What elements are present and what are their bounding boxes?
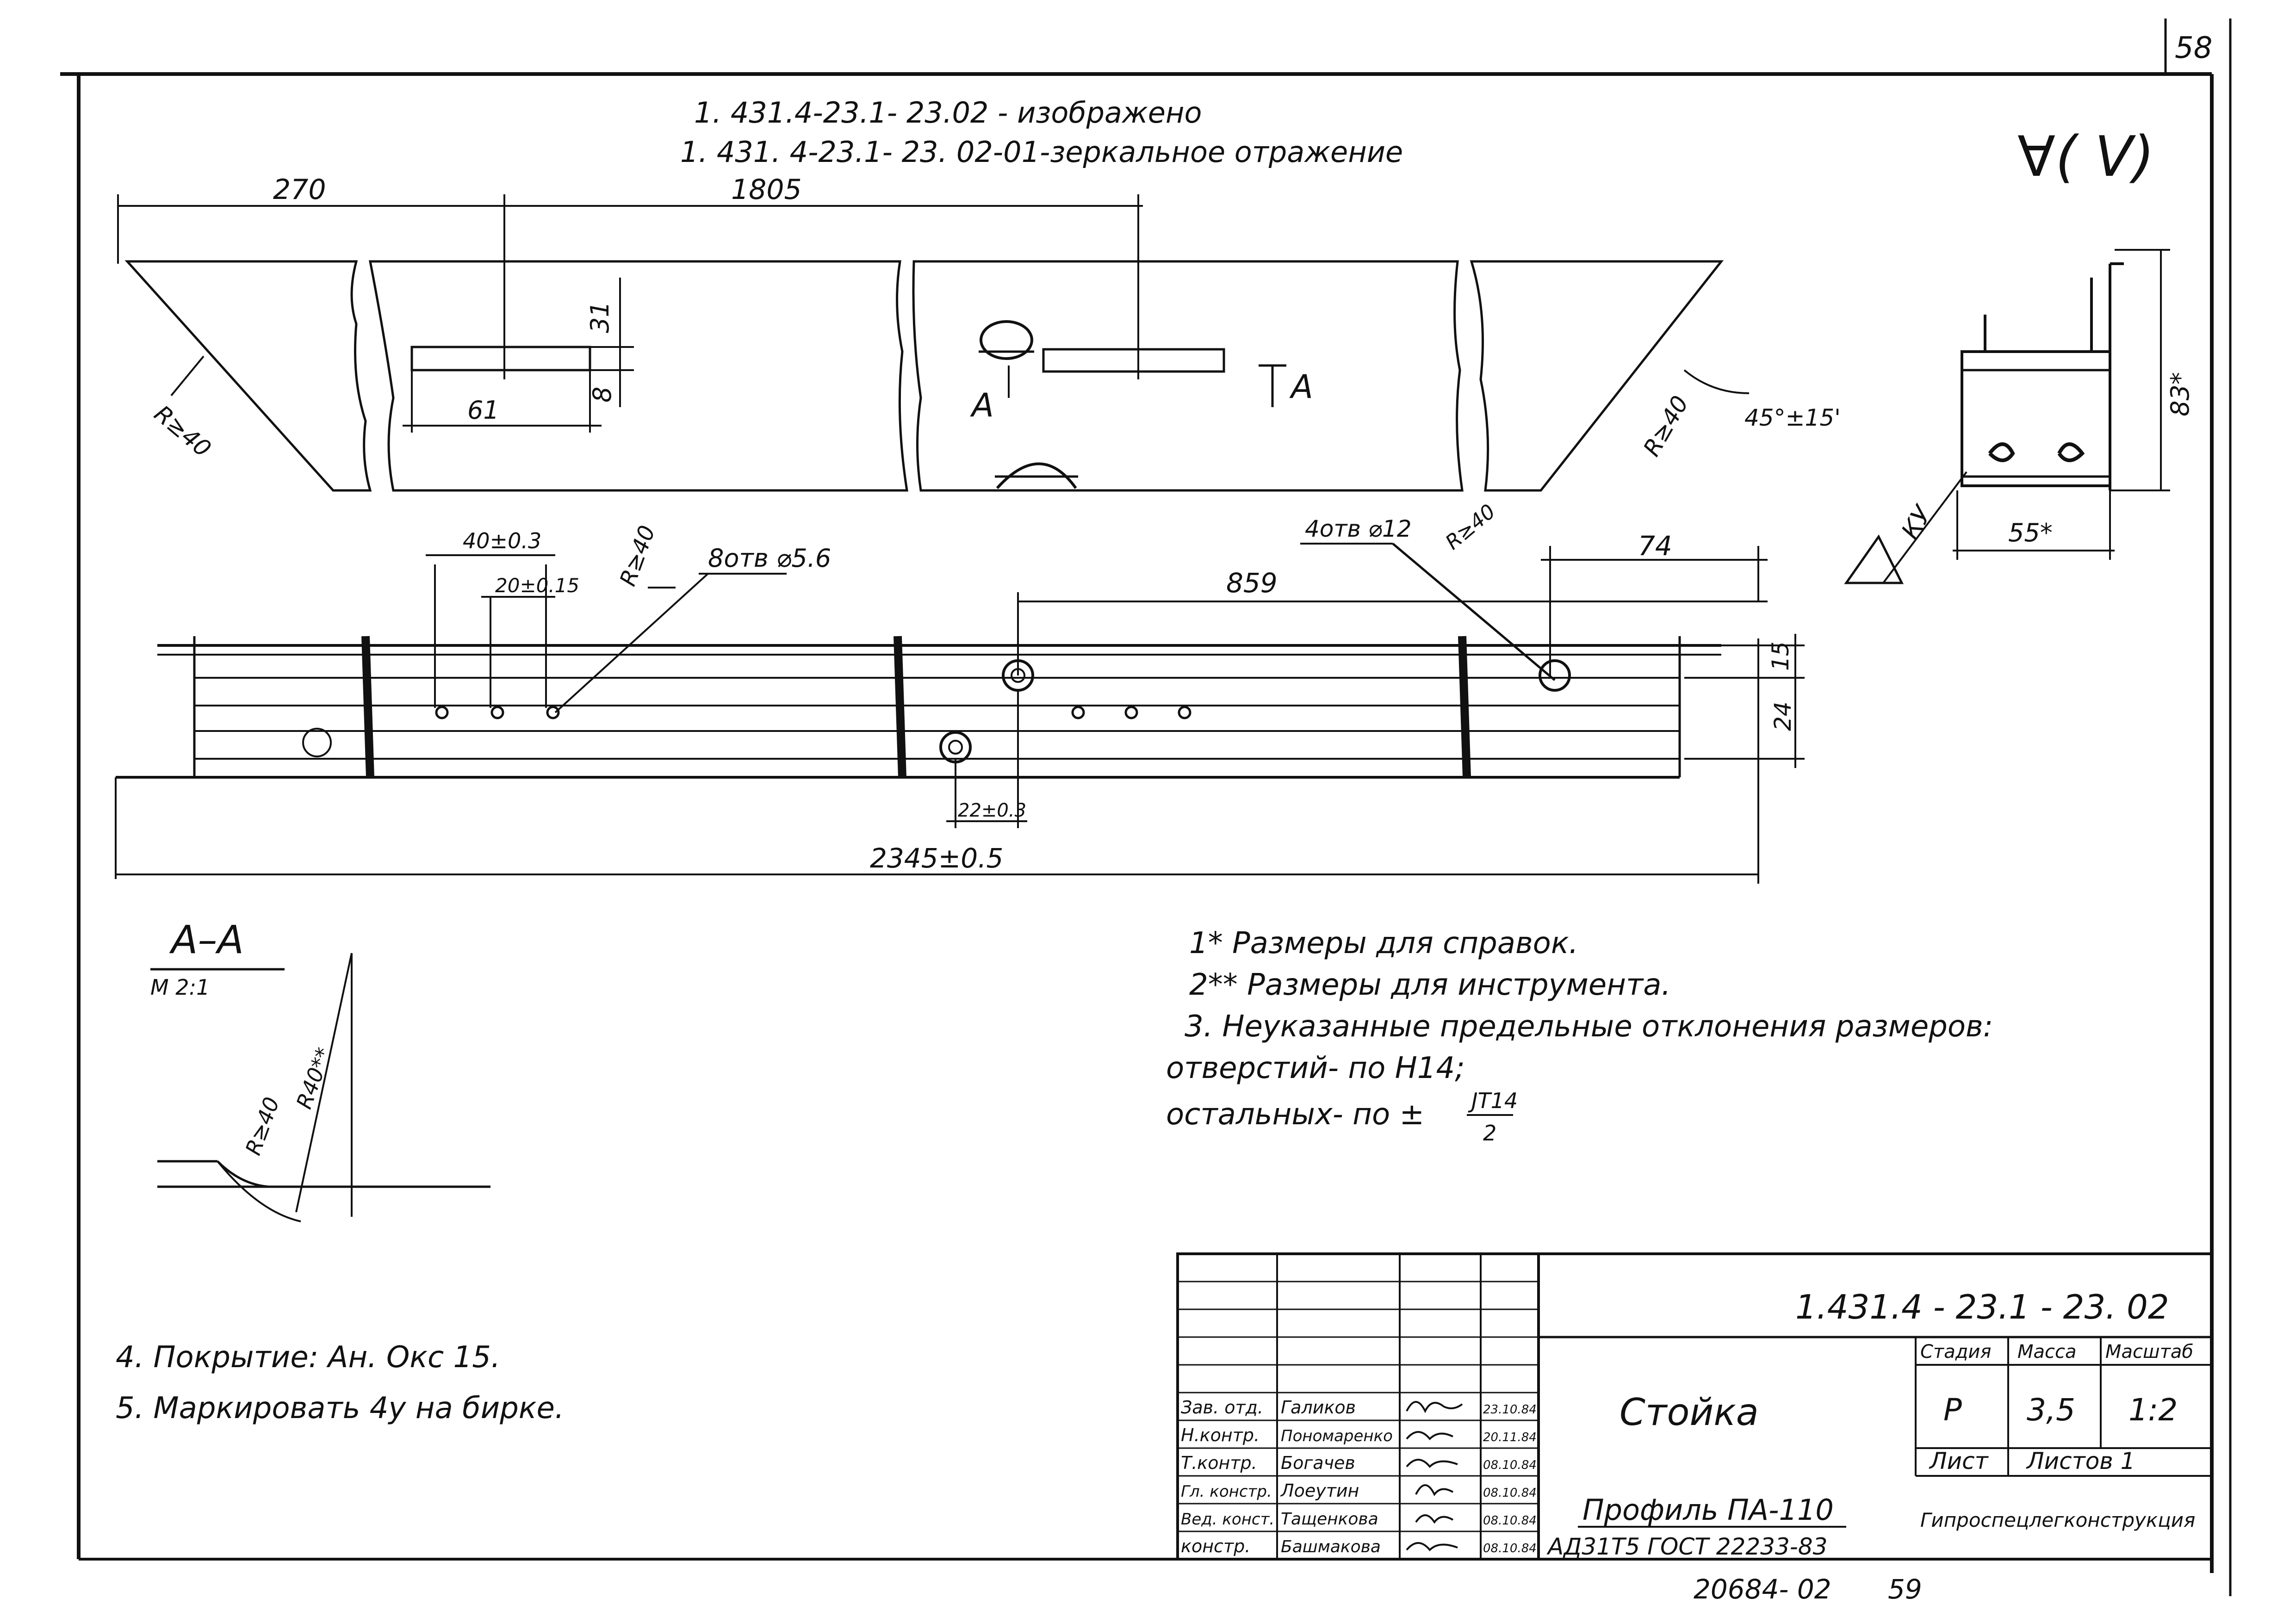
dim-40: 40±0.3 [463, 528, 541, 553]
dim-8: 8 [588, 387, 617, 403]
dim-15: 15 [1767, 641, 1794, 671]
role-date: 20.11.84 [1483, 1431, 1537, 1444]
note-4: 4. Покрытие: Ан. Окс 15. [116, 1340, 500, 1375]
dim-20: 20±0.15 [495, 574, 579, 597]
scale-value: 1:2 [2128, 1392, 2178, 1428]
profile-section: 83* 55* КУ [1844, 249, 2195, 584]
section-aa-title: A–A [169, 917, 244, 962]
header-line-2: 1. 431. 4-23.1- 23. 02-01-зеркальное отр… [680, 135, 1403, 169]
note-1: 1* Размеры для справок. [1189, 926, 1578, 960]
col-scale: Масштаб [2105, 1341, 2193, 1363]
dim-83: 83* [2166, 372, 2195, 416]
note-3b-den: 2 [1483, 1121, 1496, 1146]
col-mass: Масса [2017, 1341, 2077, 1363]
radius-right: R≥40 [1638, 391, 1694, 461]
header-line-1: 1. 431.4-23.1- 23.02 - изображено [694, 96, 1202, 130]
angle-45: 45°±15' [1744, 404, 1841, 431]
dim-24: 24 [1769, 701, 1796, 731]
page-number: 59 [1888, 1573, 1922, 1605]
section-aa-scale: М 2:1 [150, 975, 210, 1000]
note-3b-num: JT14 [1468, 1088, 1518, 1113]
dim-22: 22±0.3 [958, 800, 1026, 821]
role-name: Башмакова [1281, 1537, 1381, 1556]
dim-270: 270 [273, 173, 326, 206]
organization: Гипроспецлегконструкция [1920, 1509, 2195, 1531]
radius-left: R≥40 [149, 400, 216, 463]
dim-859: 859 [1226, 567, 1278, 599]
role-name: Пономаренко [1281, 1427, 1393, 1445]
note-2: 2** Размеры для инструмента. [1189, 968, 1671, 1002]
mass-value: 3,5 [2027, 1392, 2075, 1428]
role-date: 08.10.84 [1483, 1542, 1537, 1555]
dim-2345: 2345±0.5 [870, 842, 1003, 874]
sheet-number: 58 [2175, 31, 2212, 65]
archive-number: 20684- 02 [1694, 1573, 1831, 1605]
side-view: 40±0.3 20±0.15 R≥40 8отв ⌀5.6 4отв ⌀12 R… [115, 500, 1805, 884]
role-name: Галиков [1281, 1397, 1356, 1418]
material-line-2: АД31Т5 ГОСТ 22233-83 [1546, 1533, 1827, 1560]
note-3: 3. Неуказанные предельные отклонения раз… [1185, 1010, 1993, 1044]
dim-74: 74 [1638, 530, 1672, 562]
material-line-1: Профиль ПА-110 [1582, 1493, 1834, 1527]
radius-side-right: R≥40 [1441, 500, 1500, 554]
role-date: 08.10.84 [1483, 1458, 1537, 1472]
col-stage: Стадия [1920, 1341, 1991, 1363]
title-block: 1.431.4 - 23.1 - 23. 02 Стойка Стадия Ма… [1176, 1252, 2213, 1561]
sheet-label: Лист [1929, 1448, 1989, 1474]
role-label: Т.контр. [1181, 1453, 1257, 1473]
roughness-symbol: ∀( V) [2017, 125, 2154, 189]
role-name: Богачев [1281, 1453, 1355, 1473]
radius-side: R≥40 [615, 522, 661, 589]
role-label: констр. [1181, 1536, 1250, 1556]
dim-55: 55* [2008, 518, 2053, 547]
doc-code: 1.431.4 - 23.1 - 23. 02 [1795, 1288, 2169, 1326]
holes-8: 8отв ⌀5.6 [708, 544, 831, 573]
sheets-label: Листов 1 [2026, 1448, 2135, 1474]
note-3a: отверстий- по Н14; [1166, 1051, 1465, 1085]
role-label: Вед. конст. [1181, 1510, 1274, 1529]
section-a-a: A–A М 2:1 R≥40 R40** [150, 917, 490, 1222]
section-mark-a-left: A [970, 386, 994, 424]
signature-rows: Зав. отд. Галиков 23.10.84 Н.контр. Поно… [1181, 1397, 1537, 1556]
notes: 1* Размеры для справок. 2** Размеры для … [116, 926, 1993, 1425]
holes-4: 4отв ⌀12 [1305, 515, 1412, 542]
ku-label: КУ [1896, 500, 1938, 545]
dim-61: 61 [467, 396, 499, 425]
note-5: 5. Маркировать 4у на бирке. [116, 1391, 564, 1425]
role-date: 08.10.84 [1483, 1486, 1537, 1500]
role-label: Зав. отд. [1181, 1397, 1263, 1418]
role-label: Гл. констр. [1181, 1482, 1272, 1501]
role-name: Лоеутин [1280, 1481, 1359, 1501]
section-mark-a-right: A [1289, 368, 1313, 406]
dim-1805: 1805 [731, 173, 802, 206]
role-date: 23.10.84 [1483, 1403, 1537, 1417]
dim-31: 31 [585, 301, 614, 333]
signatures [1406, 1401, 1463, 1551]
section-aa-radius1: R≥40 [241, 1094, 285, 1158]
role-date: 08.10.84 [1483, 1514, 1537, 1528]
section-aa-radius2: R40** [292, 1044, 336, 1112]
role-label: Н.контр. [1181, 1425, 1260, 1445]
role-name: Тащенкова [1281, 1510, 1378, 1529]
note-3b-prefix: остальных- по ± [1166, 1097, 1424, 1132]
stage-value: Р [1943, 1392, 1962, 1428]
top-view: 270 1805 R≥40 31 8 61 A A R≥40 45°±15' [117, 173, 1841, 492]
part-name: Стойка [1620, 1391, 1759, 1434]
